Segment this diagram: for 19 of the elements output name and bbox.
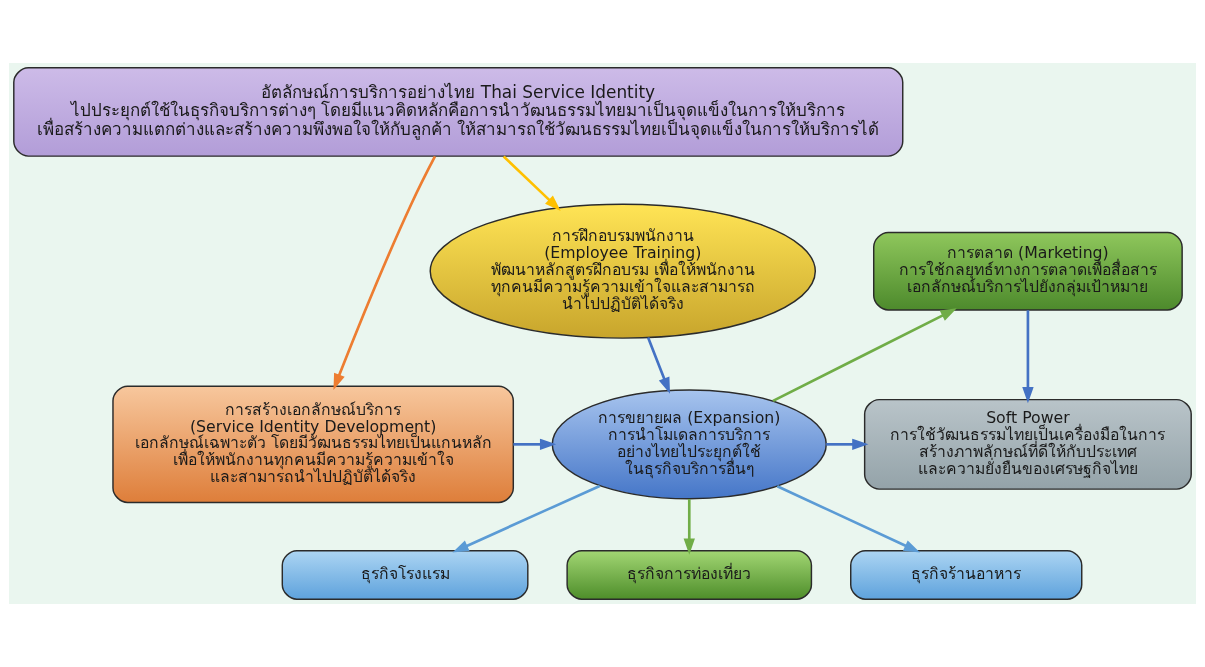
node-box: ธุรกิจโรงแรม [281,550,529,600]
node-box: การสร้างเอกลักษณ์บริการ (Service Identity Development) เอกลักษณ์เฉพาะตัว โดยมีวัฒนธรรมไทยเป็นแกนหลัก เพื่อให้พนักงานทุกคนมีความรู้ความเข้าใจ และสามารถนำไปปฏิบัติได้จริง [112,385,515,504]
node-ellipse: การฝึกอบรมพนักงาน (Employee Training) พัฒนาหลักสูตรฝึกอบรม เพื่อให้พนักงาน ทุกคนมีความรู้ความเข้าใจและสามารถ นำไปปฏิบัติได้จริง [429,203,817,339]
node-box: Soft Power การใช้วัฒนธรรมไทยเป็นเครื่องมือในการ สร้างภาพลักษณ์ที่ดีให้กับประเทศ และความยั่งยืนของเศรษฐกิจไทย [863,398,1192,490]
node-box: ธุรกิจร้านอาหาร [850,550,1083,600]
arrow [513,438,557,451]
arrow [646,336,670,394]
node-box: อัตลักษณ์การบริการอย่างไทย Thai Service Identity ไปประยุกต์ใช้ในธุรกิจบริการต่างๆ โดยมีแนวคิดหลักคือการนำวัฒนธรรมไทยมาเป็นจุดแข็งในการให้บริการ เพื่อสร้างความแตกต่างและสร้างความพึงพอใจให้กับลูกค้า ให้สามารถใช้วัฒนธรรมไทยเป็นจุดแข็งในการให้บริการได้ [13,67,904,157]
arrow [502,155,561,211]
node-box: ธุรกิจการท่องเที่ยว [566,550,813,600]
arrow [333,155,437,390]
arrow [452,484,601,553]
arrow [826,438,869,451]
arrow [683,499,695,555]
node-ellipse: การขยายผล (Expansion) การนำโมเดลการบริการ อย่างไทยไประยุกต์ใช้ ในธุรกิจบริการอื่นๆ [551,389,827,500]
arrow [776,485,921,553]
arrow [1022,310,1034,404]
arrow [772,308,957,403]
node-box: การตลาด (Marketing) การใช้กลยุทธ์ทางการตลาดเพื่อสื่อสาร เอกลักษณ์บริการไปยังกลุ่มเป้าหมาย [873,231,1183,311]
